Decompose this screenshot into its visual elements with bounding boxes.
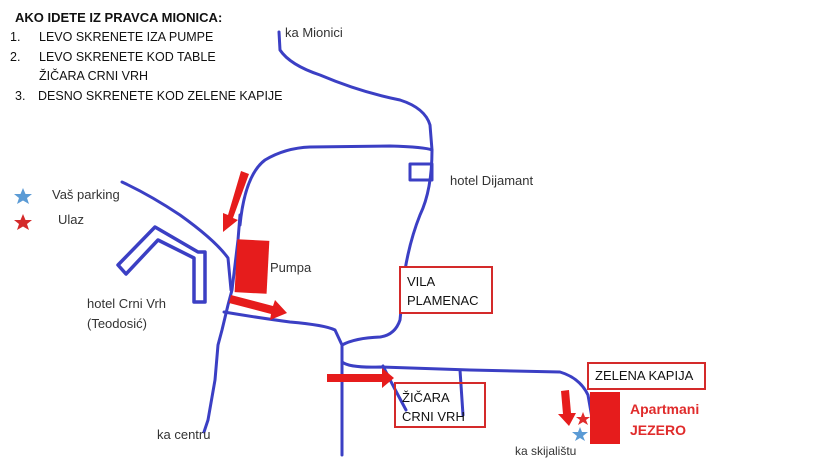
hotel-crni-vrh-shape	[116, 225, 207, 304]
label-pumpa: Pumpa	[270, 260, 312, 275]
step-3-text: DESNO SKRENETE KOD ZELENE KAPIJE	[38, 89, 283, 103]
legend-entrance-label: Ulaz	[58, 212, 85, 227]
instructions-title: AKO IDETE IZ PRAVCA MIONICA:	[15, 10, 223, 25]
box-zelena-kapija: ZELENA KAPIJA	[587, 362, 706, 390]
step-2-text-2: ŽIČARA CRNI VRH	[39, 69, 149, 83]
arrow-4	[558, 390, 576, 426]
label-apartmani: Apartmani	[630, 401, 700, 417]
road-to-jezero	[340, 360, 594, 420]
vila-line-2: PLAMENAC	[407, 293, 479, 308]
parking-star	[572, 427, 588, 441]
box-vila-plamenac: VILA PLAMENAC	[399, 266, 493, 314]
label-ka-mionici: ka Mionici	[285, 25, 343, 40]
label-teodosic: (Teodosić)	[87, 316, 147, 331]
box-zicara-crni-vrh: ŽIČARA CRNI VRH	[394, 382, 486, 428]
road-main	[202, 213, 242, 434]
arrow-3	[327, 368, 394, 388]
zelena-kapija-label: ZELENA KAPIJA	[595, 368, 694, 383]
pumpa-building	[234, 239, 270, 294]
legend-entrance-star-icon	[14, 214, 32, 230]
step-1-num: 1.	[10, 30, 21, 44]
road-branch-2	[458, 368, 465, 417]
road-left-diagonal	[120, 180, 233, 292]
zicara-line-1: ŽIČARA	[402, 390, 450, 405]
step-3-num: 3.	[15, 89, 26, 103]
legend-parking-label: Vaš parking	[52, 187, 120, 202]
step-2-num: 2.	[10, 50, 21, 64]
road-mionici	[277, 30, 434, 152]
apartmani-building	[590, 392, 620, 444]
label-hotel-crni-vrh: hotel Crni Vrh	[87, 296, 166, 311]
legend-parking-star-icon	[14, 188, 32, 204]
label-hotel-dijamant: hotel Dijamant	[450, 173, 534, 188]
label-ka-skijalistu: ka skijalištu	[515, 444, 577, 458]
step-2-text: LEVO SKRENETE KOD TABLE	[39, 50, 216, 64]
road-branch-1	[381, 364, 408, 412]
label-jezero: JEZERO	[630, 422, 687, 438]
arrow-1	[223, 171, 249, 232]
entrance-star	[576, 412, 590, 425]
vila-line-1: VILA	[407, 274, 436, 289]
zicara-line-2: CRNI VRH	[402, 409, 465, 424]
hotel-dijamant-shape	[408, 162, 434, 182]
road-upper-loop	[238, 144, 434, 347]
step-1-text: LEVO SKRENETE IZA PUMPE	[39, 30, 214, 44]
label-ka-centru: ka centru	[157, 427, 211, 442]
arrow-2	[229, 295, 287, 320]
road-to-junction	[222, 310, 344, 457]
